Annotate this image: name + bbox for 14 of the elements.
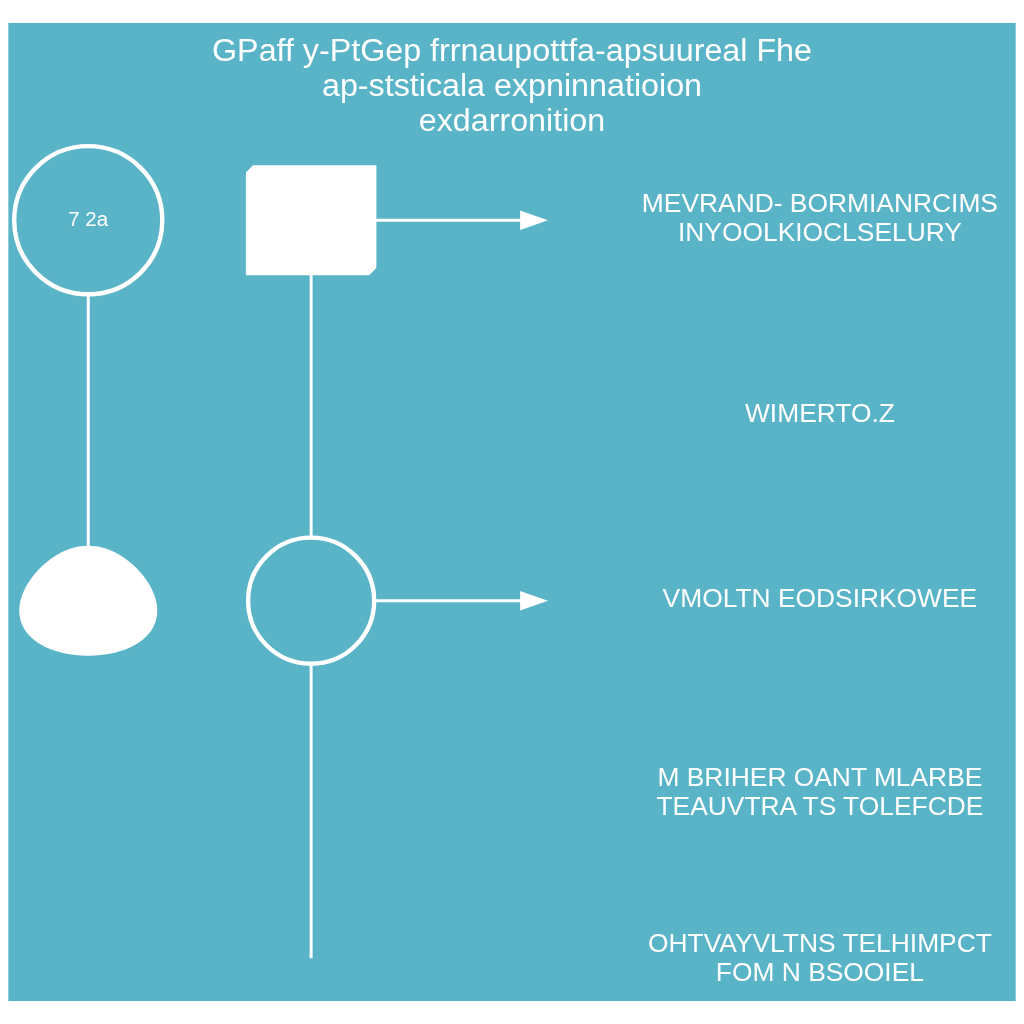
label: MEVRAND- BORMIANRCIMS INYOOLKIOCLSELURY xyxy=(641,188,998,248)
label: VMOLTN EODSIRKOWEE xyxy=(662,583,978,614)
label: OHTVAYVLTNS TELHIMPCT FOM N BSOOIEL xyxy=(647,927,992,988)
node-person xyxy=(19,545,158,656)
node-circle xyxy=(245,535,377,666)
arrow xyxy=(374,590,549,611)
connector xyxy=(86,294,90,548)
label: WIMERTO.Z xyxy=(744,398,895,429)
diagram-title: GPaff y-PtGep frrnaupottfa-apsuureal Fhe ap-ststicala expninnatioion exdarronition xyxy=(212,31,812,138)
connector xyxy=(309,663,313,959)
label: M BRIHER OANT MLARBE TEAUVTRA TS TOLEFCDE xyxy=(656,762,984,822)
node-circle: 7 2a xyxy=(12,143,165,297)
arrow xyxy=(374,210,549,230)
connector xyxy=(309,273,313,538)
